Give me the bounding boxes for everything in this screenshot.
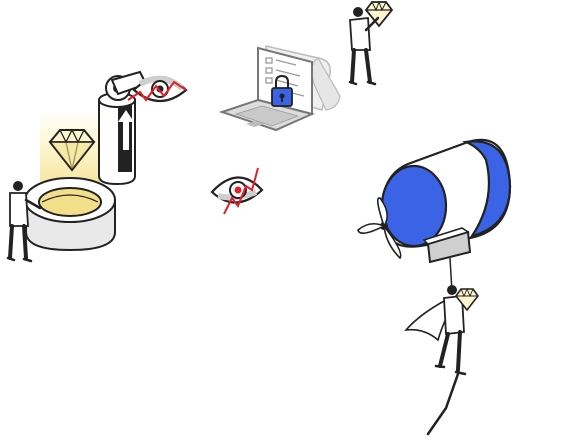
blimp-icon	[357, 138, 512, 293]
person-with-diamond-top	[348, 0, 394, 86]
propeller	[357, 197, 402, 260]
caped-person-with-diamond	[404, 285, 479, 436]
laptop-icon	[218, 45, 341, 132]
robot-arm	[98, 70, 148, 186]
eye-icon	[127, 75, 188, 103]
eye-icon	[210, 167, 264, 215]
person-at-vault	[6, 181, 42, 263]
diamond-icon	[48, 128, 96, 172]
padlock-icon	[271, 74, 293, 107]
